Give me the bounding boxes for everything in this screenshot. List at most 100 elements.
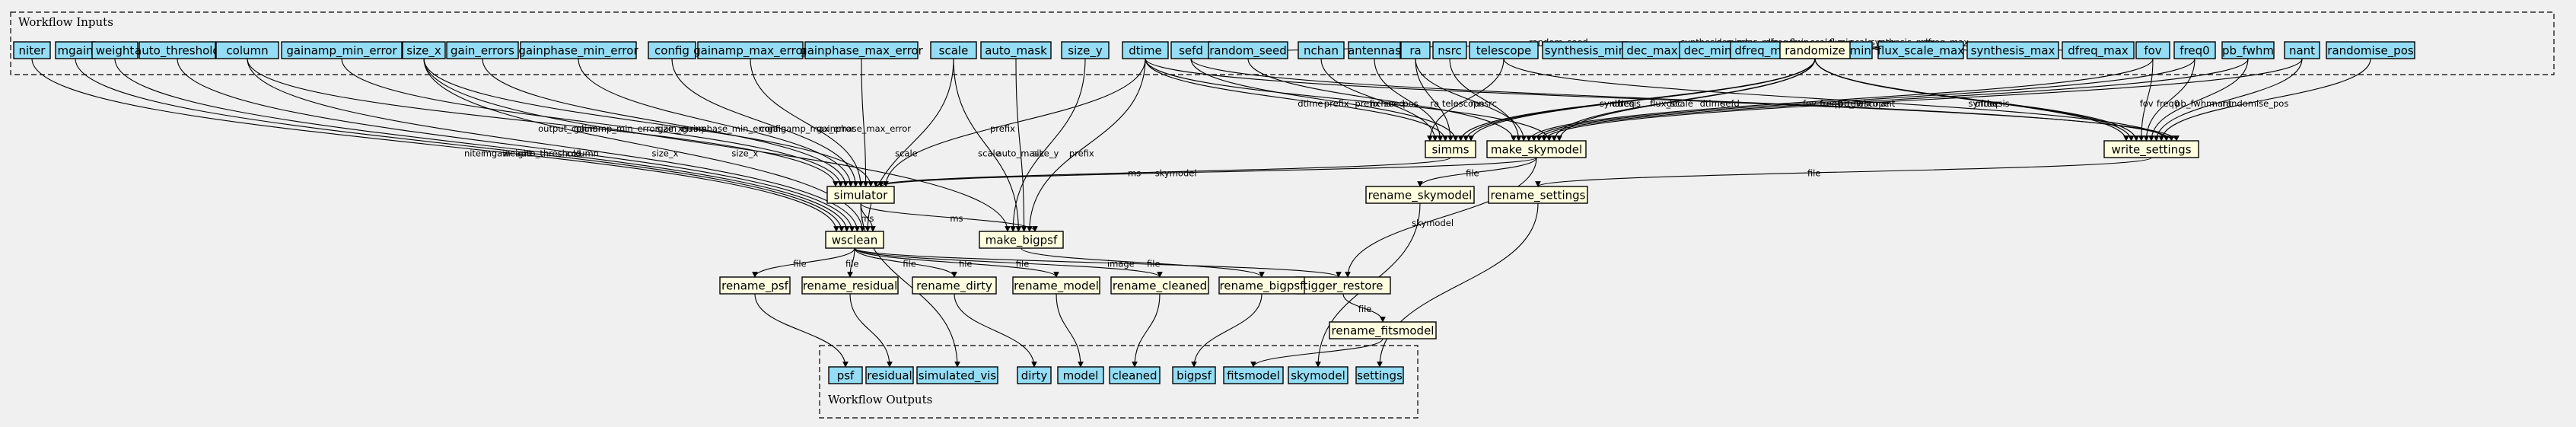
edge-label: file bbox=[1807, 167, 1821, 178]
node-box bbox=[1057, 366, 1104, 384]
input-fov[interactable]: fov bbox=[2135, 41, 2170, 59]
step-rename-bigpsf[interactable]: rename_bigpsf bbox=[1218, 276, 1305, 295]
node-label: psf bbox=[837, 369, 855, 383]
input-size-x[interactable]: size_x bbox=[402, 41, 446, 59]
step-randomize[interactable]: randomize bbox=[1779, 41, 1851, 59]
node-label: dec_max bbox=[1626, 44, 1677, 59]
input-synthesis-max[interactable]: synthesis_max bbox=[1966, 41, 2059, 59]
input-dec-max[interactable]: dec_max bbox=[1622, 41, 1683, 59]
input-telescope[interactable]: telescope bbox=[1469, 41, 1539, 59]
node-label: skymodel bbox=[1291, 369, 1345, 383]
edge-tigger-restore-to-rename-fitsmodel bbox=[1342, 293, 1386, 323]
input-dec-min[interactable]: dec_min bbox=[1679, 41, 1737, 59]
input-sefd[interactable]: sefd bbox=[1170, 41, 1212, 59]
input-config[interactable]: config bbox=[648, 41, 696, 59]
node-label: rename_cleaned bbox=[1113, 279, 1207, 294]
node-label: rename_model bbox=[1014, 279, 1099, 294]
input-randomise-pos[interactable]: randomise_pos bbox=[2326, 41, 2415, 59]
input-nsrc[interactable]: nsrc bbox=[1432, 41, 1467, 59]
node-label: make_bigpsf bbox=[986, 234, 1058, 248]
input-gainamp-max-error[interactable]: gainamp_max_error bbox=[693, 41, 808, 59]
input-pb-fwhm[interactable]: pb_fwhm bbox=[2221, 41, 2275, 59]
node-label: residual bbox=[867, 369, 912, 383]
step-tigger-restore[interactable]: tigger_restore bbox=[1295, 276, 1391, 295]
step-simms[interactable]: simms bbox=[1425, 140, 1476, 158]
input-dtime[interactable]: dtime bbox=[1122, 41, 1169, 59]
step-rename-model[interactable]: rename_model bbox=[1012, 276, 1100, 295]
node-box bbox=[1110, 276, 1209, 295]
node-label: make_skymodel bbox=[1491, 143, 1582, 158]
step-rename-settings[interactable]: rename_settings bbox=[1488, 186, 1588, 204]
input-random-seed[interactable]: random_seed bbox=[1208, 41, 1288, 59]
input-gain-errors[interactable]: gain_errors bbox=[446, 41, 519, 59]
output-psf[interactable]: psf bbox=[828, 366, 863, 384]
node-box bbox=[865, 366, 914, 384]
input-nchan[interactable]: nchan bbox=[1298, 41, 1345, 59]
input-niter[interactable]: niter bbox=[13, 41, 51, 59]
node-label: rename_settings bbox=[1491, 189, 1586, 203]
step-simulator[interactable]: simulator bbox=[826, 186, 895, 204]
step-rename-skymodel[interactable]: rename_skymodel bbox=[1365, 186, 1475, 204]
edge-label: column bbox=[567, 148, 599, 158]
edge-label: ms bbox=[950, 213, 963, 224]
input-ra[interactable]: ra bbox=[1400, 41, 1431, 59]
node-box bbox=[215, 41, 279, 59]
edge-config-to-simulator bbox=[671, 58, 859, 187]
edge-make-skymodel-to-rename-skymodel bbox=[1417, 157, 1537, 187]
edge-label: ms bbox=[1128, 167, 1141, 178]
step-rename-residual[interactable]: rename_residual bbox=[801, 276, 899, 295]
input-auto-threshold[interactable]: auto_threshold bbox=[135, 41, 220, 59]
input-column[interactable]: column bbox=[215, 41, 279, 59]
edge-label: scale bbox=[895, 148, 918, 158]
step-rename-psf[interactable]: rename_psf bbox=[719, 276, 791, 295]
edge-label: file bbox=[1466, 167, 1479, 178]
output-skymodel[interactable]: skymodel bbox=[1288, 366, 1348, 384]
output-model[interactable]: model bbox=[1057, 366, 1104, 384]
input-dfreq-max[interactable]: dfreq_max bbox=[2062, 41, 2135, 59]
step-make-skymodel[interactable]: make_skymodel bbox=[1486, 140, 1587, 158]
edge-wsclean-to-rename-psf bbox=[752, 247, 855, 278]
output-settings[interactable]: settings bbox=[1355, 366, 1404, 384]
input-size-y[interactable]: size_y bbox=[1061, 41, 1110, 59]
node-label: dfreq_max bbox=[2068, 44, 2129, 59]
edge-wsclean-to-rename-residual bbox=[847, 247, 855, 278]
output-simulated-vis[interactable]: simulated_vis bbox=[916, 366, 998, 384]
step-rename-dirty[interactable]: rename_dirty bbox=[912, 276, 997, 295]
node-box bbox=[2221, 41, 2275, 59]
output-fitsmodel[interactable]: fitsmodel bbox=[1223, 366, 1284, 384]
node-label: wsclean bbox=[832, 234, 877, 247]
step-wsclean[interactable]: wsclean bbox=[825, 231, 884, 249]
input-scale[interactable]: scale bbox=[930, 41, 977, 59]
input-nant[interactable]: nant bbox=[2284, 41, 2320, 59]
edge-label: output_column bbox=[538, 123, 603, 134]
output-dirty[interactable]: dirty bbox=[1017, 366, 1052, 384]
edge-label: randomise_pos bbox=[2222, 98, 2288, 109]
step-rename-cleaned[interactable]: rename_cleaned bbox=[1110, 276, 1209, 295]
edge-column-to-wsclean bbox=[247, 58, 861, 232]
output-residual[interactable]: residual bbox=[865, 366, 914, 384]
step-rename-fitsmodel[interactable]: rename_fitsmodel bbox=[1329, 321, 1437, 339]
input-weight[interactable]: weight bbox=[91, 41, 139, 59]
input-synthesis-min[interactable]: synthesis_min bbox=[1542, 41, 1629, 59]
output-cleaned[interactable]: cleaned bbox=[1109, 366, 1161, 384]
edge-ra-to-make-skymodel bbox=[1415, 58, 1527, 142]
input-antennas[interactable]: antennas bbox=[1348, 41, 1401, 59]
input-gainphase-min-error[interactable]: gainphase_min_error bbox=[518, 41, 638, 59]
node-box bbox=[828, 366, 863, 384]
input-auto-mask[interactable]: auto_mask bbox=[980, 41, 1052, 59]
edge-label: prefix bbox=[1355, 98, 1380, 109]
input-gainphase-max-error[interactable]: gainphase_max_error bbox=[800, 41, 924, 59]
input-mgain[interactable]: mgain bbox=[55, 41, 96, 59]
input-freq0[interactable]: freq0 bbox=[2173, 41, 2216, 59]
node-label: bigpsf bbox=[1177, 369, 1212, 383]
node-label: antennas bbox=[1348, 44, 1401, 58]
input-gainamp-min-error[interactable]: gainamp_min_error bbox=[281, 41, 403, 59]
input-flux-scale-max[interactable]: flux_scale_max bbox=[1877, 41, 1964, 59]
step-write-settings[interactable]: write_settings bbox=[2103, 140, 2199, 158]
node-box bbox=[825, 231, 884, 249]
node-label: size_y bbox=[1068, 44, 1103, 59]
step-make-bigpsf[interactable]: make_bigpsf bbox=[979, 231, 1064, 249]
output-bigpsf[interactable]: bigpsf bbox=[1172, 366, 1216, 384]
node-box bbox=[402, 41, 446, 59]
